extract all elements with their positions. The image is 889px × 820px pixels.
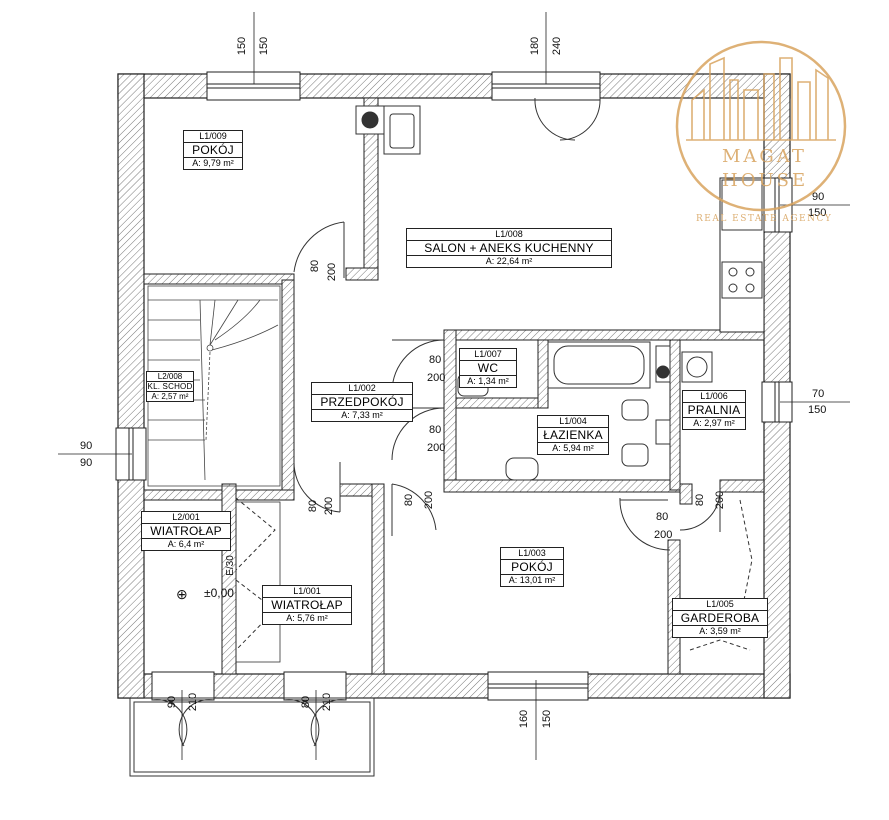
dim-top-left-b: 150 <box>258 36 271 56</box>
room-area: A: 7,33 m² <box>312 409 412 421</box>
room-name: POKÓJ <box>511 560 553 574</box>
room-name: PRALNIA <box>687 403 741 417</box>
room-label-przedpokoj-002: L1/002 PRZEDPOKÓJ A: 7,33 m² <box>311 382 413 422</box>
room-label-pokoj-009: L1/009 POKÓJ A: 9,79 m² <box>183 130 243 170</box>
dim-bottom-mid-b: 150 <box>541 709 554 729</box>
room-code: L1/003 <box>501 548 563 560</box>
dim-bottom-mid-a: 160 <box>518 709 531 729</box>
room-area: A: 22,64 m² <box>407 255 611 267</box>
dim-door-pralnia-a: 80 <box>694 493 707 507</box>
room-area: A: 1,34 m² <box>460 375 516 387</box>
room-area: A: 2,57 m² <box>147 391 193 401</box>
room-area: A: 9,79 m² <box>184 157 242 169</box>
logo-line-2: HOUSE <box>722 170 809 191</box>
dim-top-left-a: 150 <box>236 36 249 56</box>
room-name: PRZEDPOKÓJ <box>320 395 404 409</box>
room-label-wiatrolap-2001: L2/001 WIATROŁAP A: 6,4 m² <box>141 511 231 551</box>
room-name: POKÓJ <box>192 143 234 157</box>
dim-left-a: 90 <box>80 440 93 452</box>
dim-right-lower-a: 70 <box>812 388 825 400</box>
level-mark: ±0,00 <box>204 586 234 600</box>
dim-door-garderoba-b: 200 <box>654 529 673 541</box>
room-code: L1/004 <box>538 416 608 428</box>
dim-top-mid-b: 240 <box>551 36 564 56</box>
dim-door-salon-a: 80 <box>309 259 322 273</box>
room-code: L1/008 <box>407 229 611 241</box>
dim-door-przedpokoj-a: 80 <box>307 499 320 513</box>
room-area: A: 13,01 m² <box>501 574 563 586</box>
room-code: L2/001 <box>142 512 230 524</box>
room-area: A: 3,59 m² <box>673 625 767 637</box>
room-name: KL. SCHOD <box>147 382 193 391</box>
room-name: WIATROŁAP <box>150 524 222 538</box>
room-area: A: 6,4 m² <box>142 538 230 550</box>
dim-left-b: 90 <box>80 457 93 469</box>
fixtures <box>355 105 763 481</box>
room-code: L1/001 <box>263 586 351 598</box>
dim-right-upper-b: 150 <box>808 207 827 219</box>
level-mark-icon: ⊕ <box>176 586 188 602</box>
room-label-pralnia-006: L1/006 PRALNIA A: 2,97 m² <box>682 390 746 430</box>
room-code: L1/007 <box>460 349 516 361</box>
room-name: ŁAZIENKA <box>543 428 603 442</box>
dim-door-lazienka-b: 200 <box>427 442 446 454</box>
dim-bottom-left-b: 210 <box>187 692 200 712</box>
room-area: A: 5,76 m² <box>263 612 351 624</box>
room-label-wiatrolap-1001: L1/001 WIATROŁAP A: 5,76 m² <box>262 585 352 625</box>
room-name: GARDEROBA <box>680 611 760 625</box>
room-label-garderoba-005: L1/005 GARDEROBA A: 3,59 m² <box>672 598 768 638</box>
room-area: A: 5,94 m² <box>538 442 608 454</box>
room-label-salon-008: L1/008 SALON + ANEKS KUCHENNY A: 22,64 m… <box>406 228 612 268</box>
room-code: L1/009 <box>184 131 242 143</box>
room-code: L2/008 <box>147 372 193 382</box>
room-label-wc-007: L1/007 WC A: 1,34 m² <box>459 348 517 388</box>
dim-bottom-left2-b: 210 <box>321 692 334 712</box>
dim-door-salon-b: 200 <box>326 262 339 282</box>
dim-door-wc-b: 200 <box>427 372 446 384</box>
logo-emblem-icon <box>675 40 847 212</box>
dim-top-mid-a: 180 <box>529 36 542 56</box>
room-label-klatka-008: L2/008 KL. SCHOD A: 2,57 m² <box>146 371 194 402</box>
elevation-mark: E/30 <box>224 555 236 576</box>
room-name: SALON + ANEKS KUCHENNY <box>424 241 594 255</box>
logo-line-3: REAL ESTATE AGENCY <box>696 214 833 224</box>
dim-door-lazienka-a: 80 <box>429 424 442 436</box>
room-name: WIATROŁAP <box>271 598 343 612</box>
room-label-lazienka-004: L1/004 ŁAZIENKA A: 5,94 m² <box>537 415 609 455</box>
room-area: A: 2,97 m² <box>683 417 745 429</box>
room-code: L1/006 <box>683 391 745 403</box>
dim-bottom-left2-a: 80 <box>300 695 313 709</box>
dim-door-pokoj-a: 80 <box>403 493 416 507</box>
agency-logo: MAGAT HOUSE REAL ESTATE AGENCY <box>672 30 850 230</box>
dim-right-upper-a: 90 <box>812 191 825 203</box>
porch <box>129 501 375 777</box>
dim-bottom-left-a: 90 <box>166 695 179 709</box>
logo-line-1: MAGAT <box>722 146 807 167</box>
room-name: WC <box>477 361 499 375</box>
dim-door-pokoj-b: 200 <box>423 490 436 510</box>
dim-right-lower-b: 150 <box>808 404 827 416</box>
dim-door-pralnia-b: 200 <box>714 490 727 510</box>
dim-door-garderoba-a: 80 <box>656 511 669 523</box>
room-code: L1/005 <box>673 599 767 611</box>
dim-door-przedpokoj-b: 200 <box>323 496 336 516</box>
interior-walls <box>143 97 765 675</box>
dim-door-wc-a: 80 <box>429 354 442 366</box>
room-code: L1/002 <box>312 383 412 395</box>
room-label-pokoj-003: L1/003 POKÓJ A: 13,01 m² <box>500 547 564 587</box>
